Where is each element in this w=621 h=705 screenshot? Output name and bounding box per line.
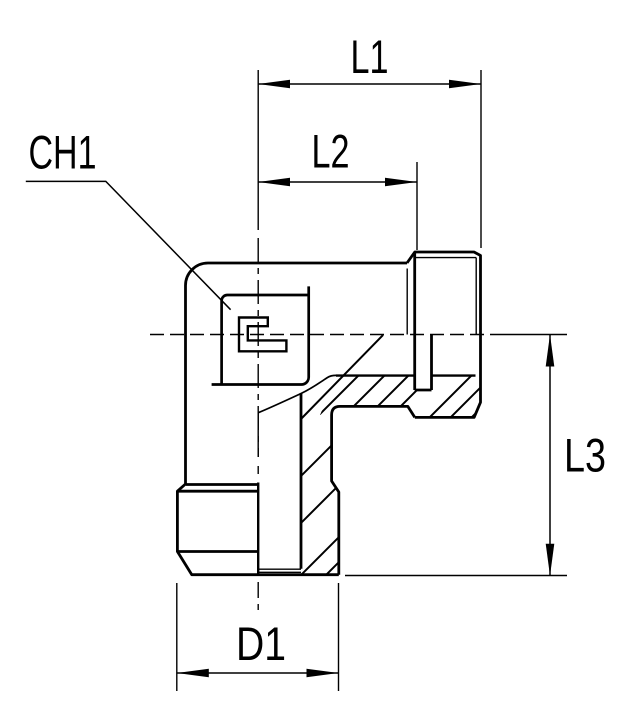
svg-text:CH1: CH1 xyxy=(29,126,97,179)
svg-text:L3: L3 xyxy=(564,428,606,481)
svg-text:L2: L2 xyxy=(312,125,350,178)
svg-text:D1: D1 xyxy=(236,617,286,670)
svg-text:L1: L1 xyxy=(351,30,389,83)
